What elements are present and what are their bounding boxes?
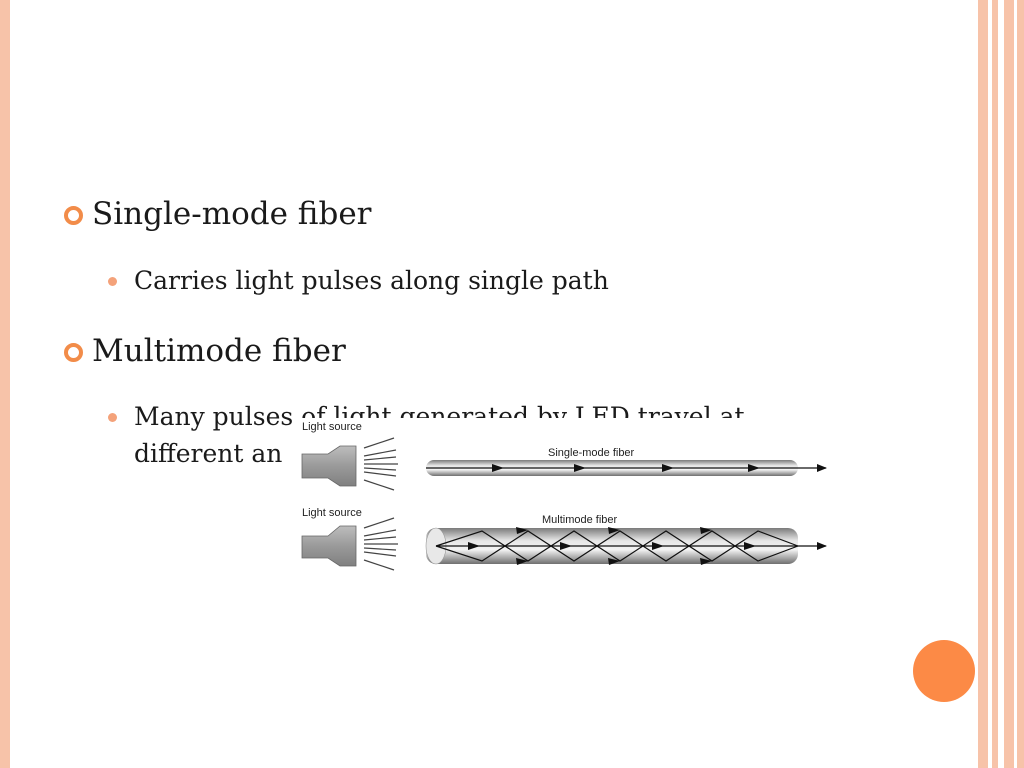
bullet-text: Single-mode fiber bbox=[92, 196, 372, 232]
accent-circle bbox=[913, 640, 975, 702]
light-source-label: Light source bbox=[302, 507, 362, 519]
multimode-fiber bbox=[425, 527, 827, 565]
slide-border-right-stripe bbox=[1017, 0, 1024, 768]
fiber-diagram-svg: Light source Single-mode fiber bbox=[301, 421, 827, 571]
sub-bullet-text: different an bbox=[134, 439, 283, 468]
single-mode-fiber-label: Single-mode fiber bbox=[548, 447, 635, 459]
bullet-text: Multimode fiber bbox=[92, 333, 346, 369]
light-source-icon bbox=[301, 517, 398, 571]
dot-bullet-icon bbox=[108, 413, 117, 422]
light-source-icon bbox=[301, 437, 398, 491]
multimode-fiber-label: Multimode fiber bbox=[542, 514, 618, 526]
sub-bullet-text: Carries light pulses along single path bbox=[134, 266, 609, 295]
slide-border-left bbox=[0, 0, 10, 768]
slide-border-right-stripe bbox=[978, 0, 988, 768]
light-source-label: Light source bbox=[302, 421, 362, 433]
fiber-mode-diagram: Light source Single-mode fiber bbox=[298, 418, 838, 584]
slide-border-right-stripe bbox=[992, 0, 998, 768]
ring-bullet-icon bbox=[64, 343, 83, 362]
ring-bullet-icon bbox=[64, 206, 83, 225]
single-mode-fiber bbox=[426, 460, 827, 476]
dot-bullet-icon bbox=[108, 277, 117, 286]
slide-border-right-stripe bbox=[1004, 0, 1014, 768]
